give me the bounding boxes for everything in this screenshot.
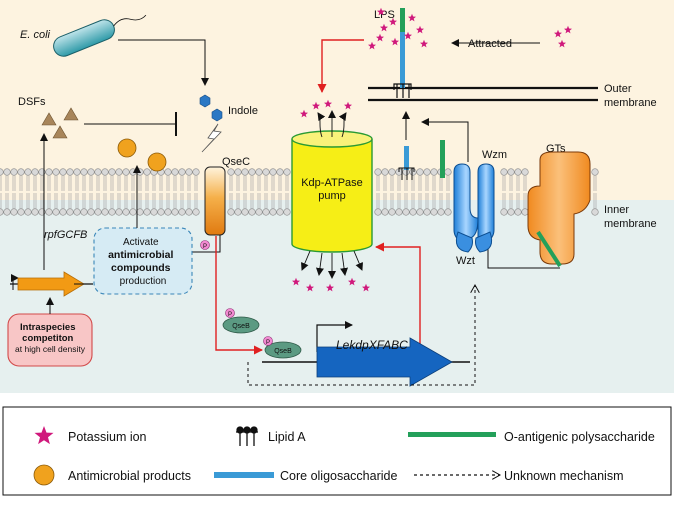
ecoli-label: E. coli [20, 29, 51, 41]
gts-enzyme [527, 151, 591, 265]
activate-box [93, 227, 193, 295]
rpf-gene-label: rpfGCFB [44, 229, 87, 241]
antimicrobial-circle [117, 138, 137, 158]
wzt-label: Wzt [456, 255, 475, 267]
inner-membrane-bilayer [0, 168, 599, 216]
potassium-ion-star [391, 37, 399, 46]
potassium-ion-star [348, 277, 356, 286]
qsec-sensor [204, 166, 226, 236]
potassium-ions [292, 7, 572, 292]
indole-molecules [199, 94, 223, 122]
kdp-atpase-pump [291, 139, 373, 253]
legend-lipid-a-text: Lipid A [268, 430, 306, 444]
legend-unknown-text: Unknown mechanism [504, 469, 624, 483]
core-bar-icon [214, 472, 274, 478]
operon-to-pump-arrow [375, 242, 421, 352]
wzt-nbd [455, 231, 493, 253]
o-antigen-bar-icon [408, 432, 496, 437]
indole-label: Indole [228, 105, 258, 117]
qseb-label: QseB [232, 323, 250, 330]
potassium-ion-star [326, 283, 334, 292]
operon-gene-arrow [316, 337, 453, 387]
qsec-to-operon-arrow [215, 236, 263, 355]
potassium-ion-star [324, 99, 332, 108]
legend-box [2, 406, 672, 496]
attracted-label: Attracted [468, 38, 512, 50]
lps-o-antigen [400, 8, 405, 32]
potassium-ion-star [344, 101, 352, 110]
potassium-ion-star [558, 39, 566, 48]
lipid-a-icon [236, 426, 258, 446]
potassium-ion-star [362, 283, 370, 292]
outer-membrane [368, 86, 598, 102]
lps-lipid-a [393, 83, 412, 98]
qseb-bound-phospho-circle [263, 336, 273, 346]
gts-o-antigen [536, 230, 562, 268]
qseb-protein [222, 316, 260, 334]
potassium-ion-star [404, 31, 412, 40]
potassium-ion-star [292, 277, 300, 286]
potassium-ion-star [564, 25, 572, 34]
signal-bolt-icon [201, 123, 222, 153]
potassium-ion-star [554, 29, 562, 38]
antimicrobial-circle [147, 152, 167, 172]
competition-text: Intraspecies competiton at high cell den… [15, 317, 86, 354]
potassium-ion-star [380, 23, 388, 32]
qsec-phospho-label: P [203, 244, 207, 250]
qsec-phospho-circle [200, 240, 210, 250]
dsf-molecules [41, 107, 79, 139]
circle-icon [33, 464, 55, 486]
qseb-phospho-circle [225, 308, 235, 318]
operon-promoter-arrow [316, 321, 353, 352]
pump-bottom-arrows [301, 250, 363, 279]
legend-core-text: Core oligosaccharide [280, 469, 397, 483]
potassium-ion-star [312, 101, 320, 110]
potassium-ion-star [300, 109, 308, 118]
qseb-phospho-label: P [228, 312, 232, 318]
dsfs-label: DSFs [18, 96, 46, 108]
activate-text: Activate antimicrobial compounds product… [108, 232, 178, 287]
potassium-ion-star [416, 25, 424, 34]
qseb-bound-phospho-label: P [266, 340, 270, 346]
potassium-ion-star [368, 41, 376, 50]
potassium-ion-star [408, 13, 416, 22]
legend-o-antigen-text: O-antigenic polysaccharide [504, 430, 655, 444]
legend-potassium-star-icon [34, 426, 54, 445]
lps-to-pump-arrow [317, 39, 364, 93]
lps-core-inner [404, 146, 409, 170]
potassium-ion-star [377, 7, 385, 16]
legend-potassium-text: Potassium ion [68, 430, 147, 444]
rpf-gene-arrow [17, 271, 85, 297]
lps-core [400, 32, 405, 88]
potassium-ion-star [376, 33, 384, 42]
rpf-promoter-arrow [11, 274, 19, 290]
o-antigen-bar-inner [440, 140, 445, 178]
ecoli-cell [53, 14, 147, 57]
wzm-to-lps-arrow [421, 118, 469, 162]
potassium-ion-star [306, 283, 314, 292]
wzm-label: Wzm [482, 149, 507, 161]
potassium-ion-star [389, 17, 397, 26]
potassium-ion-star [420, 39, 428, 48]
legend-antimicrobial-text: Antimicrobial products [68, 469, 191, 483]
qseb-bound-label: QseB [274, 348, 292, 355]
ecoli-to-indole-arrow [118, 39, 209, 86]
unknown-mechanism-arrow [247, 285, 475, 386]
qsec-label: QseC [222, 156, 250, 168]
qseb-protein-bound [264, 341, 302, 359]
operon-label: LekdpXFABC [336, 338, 408, 352]
pump-top-arrows [317, 110, 347, 138]
lps-lipid-a-inner [398, 167, 415, 180]
